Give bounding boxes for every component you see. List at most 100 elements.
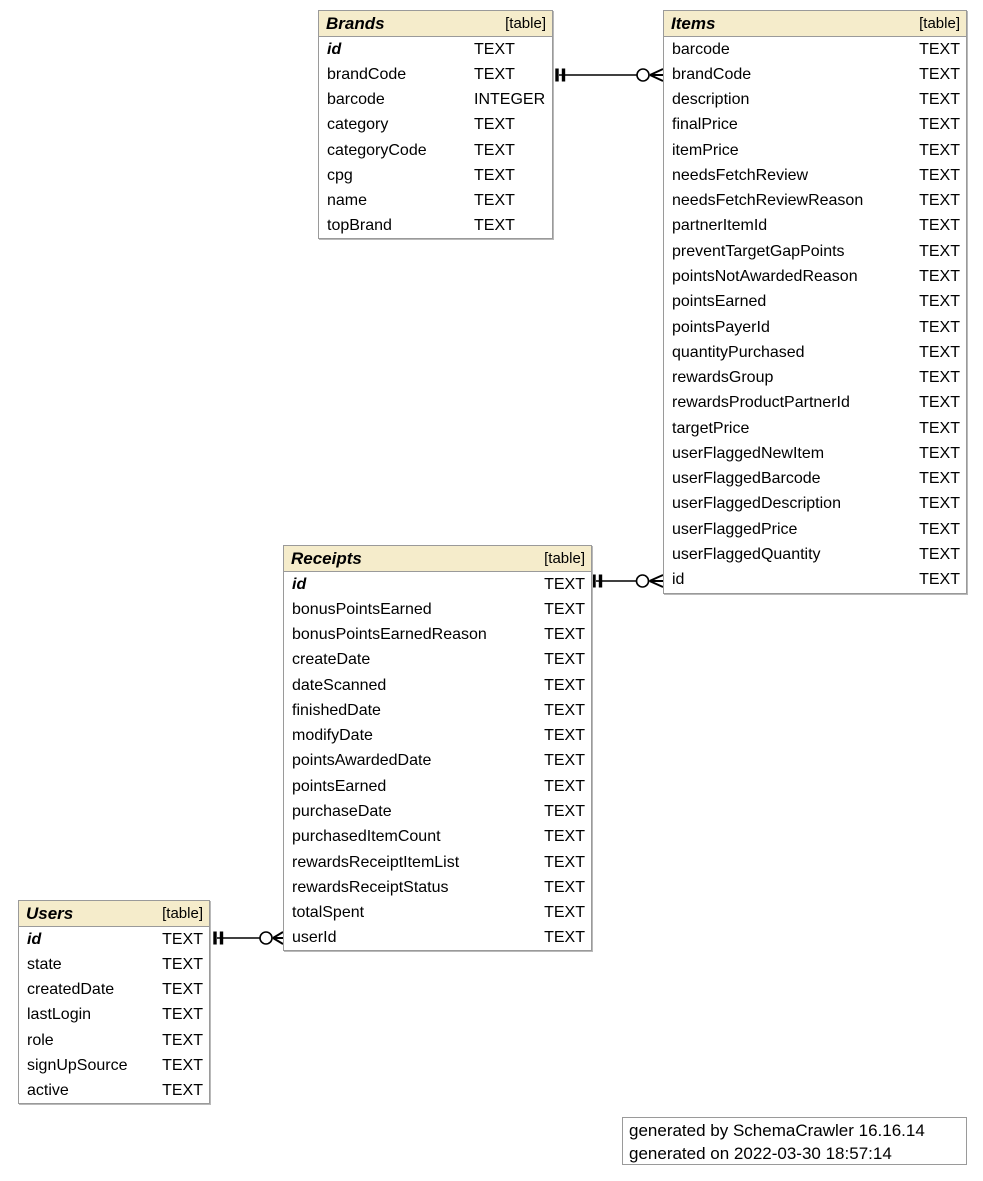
column-type: TEXT [474, 65, 515, 83]
column-name: brandCode [327, 65, 407, 83]
table-tag: [table] [544, 550, 585, 567]
column-type: TEXT [162, 981, 203, 999]
table-title: Brands [326, 13, 385, 33]
table-tag: [table] [505, 15, 546, 32]
column-type: TEXT [919, 394, 960, 412]
table-row: id TEXT [19, 927, 209, 952]
column-type: TEXT [474, 166, 515, 184]
column-type: TEXT [919, 166, 960, 184]
column-type: TEXT [474, 141, 515, 159]
table-tag: [table] [919, 15, 960, 32]
column-type: TEXT [544, 651, 585, 669]
column-name: pointsAwardedDate [292, 752, 432, 770]
cardinality-zero-circle [636, 68, 650, 82]
column-type: TEXT [919, 40, 960, 58]
cardinality-zero-circle [635, 574, 650, 588]
column-type: TEXT [544, 853, 585, 871]
table-row: preventTargetGapPoints TEXT [664, 239, 966, 264]
connector-users-receipts [213, 931, 284, 945]
column-type: TEXT [919, 444, 960, 462]
column-name: id [27, 930, 42, 948]
column-type: TEXT [919, 343, 960, 361]
table-tag: [table] [162, 905, 203, 922]
column-name: totalSpent [292, 904, 365, 922]
column-type: TEXT [162, 1006, 203, 1024]
column-name: userFlaggedNewItem [672, 444, 825, 462]
column-name: name [327, 192, 368, 210]
table-row: id TEXT [284, 572, 591, 597]
table-row: userFlaggedNewItem TEXT [664, 441, 966, 466]
column-name: dateScanned [292, 676, 387, 694]
column-type: TEXT [544, 575, 585, 593]
column-type: TEXT [919, 318, 960, 336]
table-row: purchasedItemCount TEXT [284, 825, 591, 850]
column-type: TEXT [919, 268, 960, 286]
column-type: TEXT [544, 803, 585, 821]
column-name: modifyDate [292, 727, 373, 745]
column-name: description [672, 91, 750, 109]
column-type: TEXT [544, 904, 585, 922]
column-name: categoryCode [327, 141, 427, 159]
column-type: TEXT [544, 600, 585, 618]
column-name: itemPrice [672, 141, 739, 159]
column-type: TEXT [162, 930, 203, 948]
column-type: TEXT [544, 828, 585, 846]
column-name: id [292, 575, 307, 593]
table-row: lastLogin TEXT [19, 1003, 209, 1028]
table-title: Receipts [291, 548, 362, 568]
column-name: needsFetchReviewReason [672, 192, 864, 210]
column-name: targetPrice [672, 419, 750, 437]
column-name: category [327, 116, 389, 134]
column-name: brandCode [672, 65, 752, 83]
column-name: purchasedItemCount [292, 828, 441, 846]
column-type: TEXT [544, 929, 585, 947]
column-type: TEXT [162, 955, 203, 973]
column-type: TEXT [544, 676, 585, 694]
column-type: TEXT [919, 242, 960, 260]
column-type: TEXT [474, 217, 515, 235]
column-name: pointsNotAwardedReason [672, 268, 858, 286]
table-row: role TEXT [19, 1028, 209, 1053]
table-row: pointsNotAwardedReason TEXT [664, 264, 966, 289]
column-type: TEXT [544, 752, 585, 770]
crow-foot [649, 68, 664, 82]
table-row: categoryCode TEXT [319, 138, 552, 163]
column-type: TEXT [544, 727, 585, 745]
column-name: finalPrice [672, 116, 738, 134]
column-name: lastLogin [27, 1006, 92, 1024]
column-name: createDate [292, 651, 371, 669]
column-name: role [27, 1031, 54, 1049]
table-row: createDate TEXT [284, 648, 591, 673]
table-receipts-header: Receipts [table] [284, 546, 591, 572]
table-row: brandCode TEXT [319, 62, 552, 87]
column-name: preventTargetGapPoints [672, 242, 845, 260]
connector-brands-items [555, 68, 664, 82]
column-type: TEXT [919, 293, 960, 311]
table-row: totalSpent TEXT [284, 900, 591, 925]
column-type: TEXT [474, 192, 515, 210]
column-type: TEXT [162, 1031, 203, 1049]
column-type: TEXT [544, 878, 585, 896]
